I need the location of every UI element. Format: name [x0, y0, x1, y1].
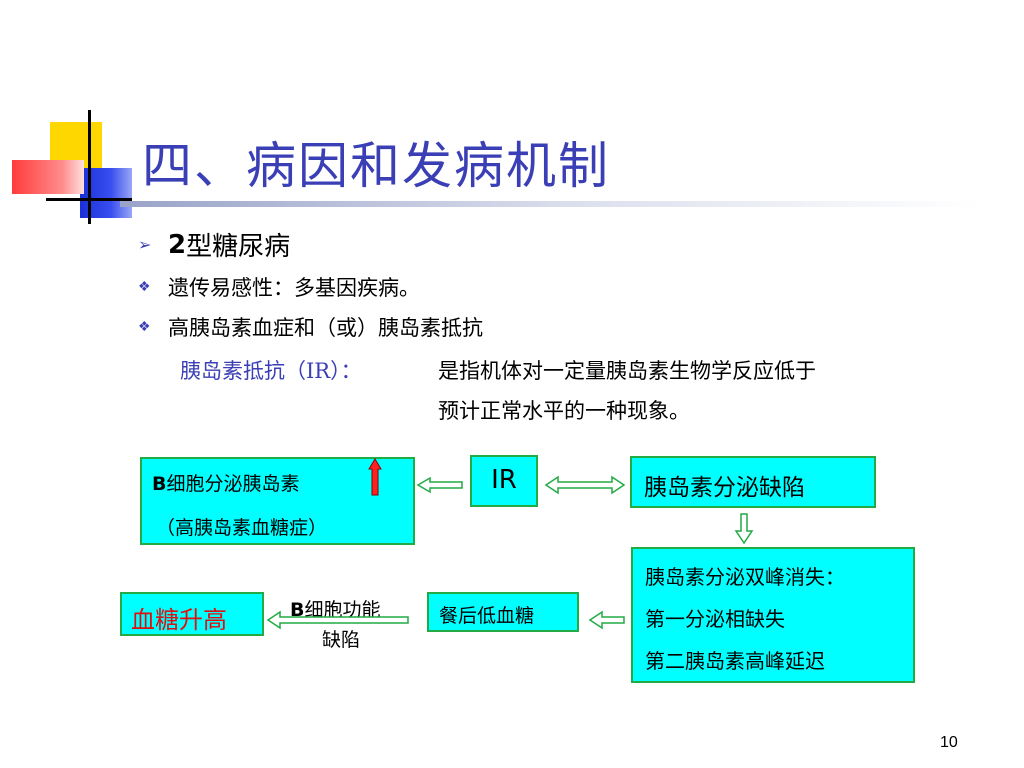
b-cell-function-label-line2: 缺陷 — [322, 629, 361, 651]
b-cell-letter: B — [152, 473, 167, 495]
bullet-heading-number: 2 — [168, 229, 187, 260]
decoration-red-bar — [12, 160, 84, 194]
arrow-ir-to-b-cell — [416, 476, 463, 494]
bullet-hyperinsulinemia: ❖ 高胰岛素血症和（或）胰岛素抵抗 — [138, 312, 483, 342]
bullet-type2-diabetes: ➢ 2 型糖尿病 — [138, 226, 290, 263]
biphasic-line2: 第一分泌相缺失 — [645, 607, 785, 631]
insulin-secretion-defect-label: 胰岛素分泌缺陷 — [644, 475, 805, 501]
decoration-horizontal-line — [46, 198, 132, 201]
arrow-postmeal-to-glucose — [266, 610, 409, 630]
bullet-genetic: ❖ 遗传易感性：多基因疾病。 — [138, 272, 420, 302]
postprandial-hypoglycemia-box: 餐后低血糖 — [427, 592, 579, 632]
arrow-defect-to-biphasic — [734, 513, 754, 545]
ir-box-label: IR — [491, 465, 517, 495]
b-cell-secretion-text: 细胞分泌胰岛素 — [166, 473, 300, 495]
ir-definition-line1: 是指机体对一定量胰岛素生物学反应低于 — [438, 359, 816, 383]
diamond-bullet-icon: ❖ — [138, 319, 151, 335]
arrow-bullet-icon: ➢ — [138, 235, 152, 254]
diamond-bullet-icon: ❖ — [138, 279, 151, 295]
arrow-ir-defect-double — [544, 475, 626, 495]
ir-definition-line2: 预计正常水平的一种现象。 — [438, 399, 690, 423]
postprandial-hypoglycemia-label: 餐后低血糖 — [439, 605, 535, 627]
b-cell-secretion-line2: （高胰岛素血糖症） — [156, 517, 328, 539]
bullet-hyperinsulinemia-text: 高胰岛素血症和（或）胰岛素抵抗 — [168, 316, 483, 340]
biphasic-loss-box: 胰岛素分泌双峰消失： 第一分泌相缺失 第二胰岛素高峰延迟 — [631, 547, 915, 683]
insulin-secretion-defect-box: 胰岛素分泌缺陷 — [630, 456, 876, 508]
b-cell-secretion-line1: B细胞分泌胰岛素 — [152, 469, 300, 496]
blood-glucose-rise-label: 血糖升高 — [131, 606, 227, 634]
bullet-heading-text: 型糖尿病 — [186, 232, 291, 262]
page-number: 10 — [940, 734, 958, 751]
bullet-genetic-text: 遗传易感性：多基因疾病。 — [168, 276, 420, 300]
title-underline — [120, 201, 980, 207]
biphasic-line3: 第二胰岛素高峰延迟 — [645, 649, 825, 673]
up-arrow-icon — [368, 458, 382, 496]
b-cell-secretion-box: B细胞分泌胰岛素 （高胰岛素血糖症） — [140, 457, 415, 545]
b-cell-function-letter: B — [290, 599, 305, 621]
decoration-vertical-line — [88, 110, 91, 224]
b-cell-function-label-line1: B细胞功能 — [290, 595, 381, 622]
b-cell-function-text: 细胞功能 — [304, 599, 381, 621]
ir-definition-term: 胰岛素抵抗（IR）： — [180, 359, 362, 383]
ir-box: IR — [470, 455, 538, 507]
blood-glucose-rise-box: 血糖升高 — [120, 592, 264, 636]
biphasic-line1: 胰岛素分泌双峰消失： — [645, 565, 845, 589]
arrow-biphasic-to-postmeal — [588, 610, 625, 630]
slide-title: 四、病因和发病机制 — [142, 137, 610, 195]
